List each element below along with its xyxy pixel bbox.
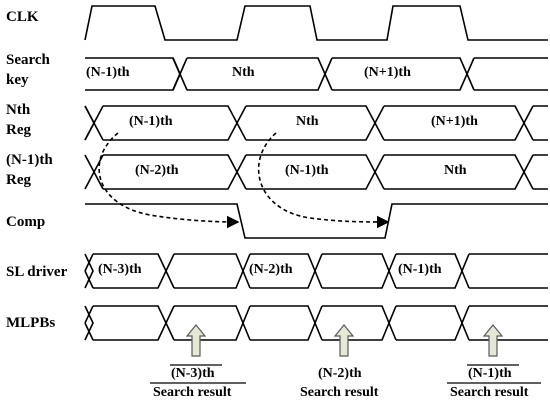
n1-reg-seg-2: (N-1)th — [285, 163, 329, 178]
search-key-waveform — [85, 57, 548, 91]
n1-reg-seg-1: (N-2)th — [135, 163, 179, 178]
dashed-arrow-1 — [98, 132, 240, 229]
label-mlpbs: MLPBs — [6, 315, 56, 331]
clk-waveform — [84, 5, 548, 41]
comp-waveform — [85, 203, 548, 239]
result-3-caption: Search result — [450, 385, 529, 400]
result-3-index: (N-1)th — [468, 366, 512, 381]
result-arrow-3 — [482, 324, 504, 357]
sl-driver-seg-3: (N-1)th — [398, 262, 442, 277]
label-n1-reg: (N-1)th Reg — [6, 152, 53, 188]
n1-reg-seg-3: Nth — [444, 163, 467, 178]
dashed-arrow-2 — [257, 132, 390, 229]
label-sl-driver: SL driver — [6, 264, 68, 280]
result-arrow-1 — [185, 324, 207, 357]
nth-reg-seg-1: (N-1)th — [129, 114, 173, 129]
label-nth-reg: Nth Reg — [6, 102, 31, 138]
label-clk: CLK — [6, 9, 39, 25]
result-2-index: (N-2)th — [318, 366, 362, 381]
mlpbs-waveform — [84, 305, 548, 341]
nth-reg-waveform — [84, 105, 548, 141]
result-arrow-2 — [333, 324, 355, 357]
search-key-seg-2: Nth — [232, 65, 255, 80]
sl-driver-seg-1: (N-3)th — [98, 262, 142, 277]
search-key-seg-3: (N+1)th — [364, 65, 411, 80]
sl-driver-seg-2: (N-2)th — [249, 262, 293, 277]
sl-driver-waveform — [84, 253, 548, 289]
n1-reg-waveform — [84, 154, 548, 190]
result-1-index: (N-3)th — [171, 366, 215, 381]
nth-reg-seg-2: Nth — [296, 114, 319, 129]
result-1-caption: Search result — [153, 385, 232, 400]
search-key-seg-1: (N-1)th — [86, 65, 130, 80]
result-2-caption: Search result — [300, 385, 379, 400]
label-comp: Comp — [6, 214, 46, 230]
nth-reg-seg-3: (N+1)th — [431, 114, 478, 129]
label-search-key: Search key — [6, 52, 50, 88]
